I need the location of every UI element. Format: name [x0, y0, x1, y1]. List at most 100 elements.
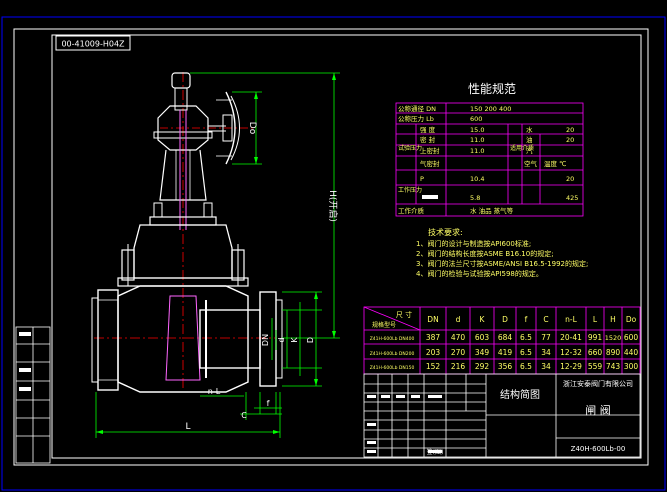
gearbox-flange — [153, 131, 213, 139]
dim-table-header-8: H — [610, 315, 616, 324]
signature-label: 签(图) — [427, 448, 444, 456]
dim-row-1-cell: 6.5 — [520, 348, 532, 357]
p-subvalue: 5.8 — [470, 194, 480, 202]
valve-drawing — [91, 72, 283, 393]
drawing-border — [13, 28, 649, 466]
drawing-number-box — [55, 35, 131, 51]
dim-row-1-cell: 203 — [426, 348, 441, 357]
dim-label-C: C — [241, 411, 247, 420]
medium-label: 适用介质 — [510, 144, 534, 152]
dim-row-2-cell: 743 — [606, 362, 621, 371]
dim-label-H: H(开启) — [327, 190, 339, 222]
water-label: 水 — [526, 125, 533, 134]
valve-body — [117, 285, 249, 393]
dim-row-0-cell: 603 — [475, 333, 490, 342]
dim-row-1-cell: 890 — [606, 348, 621, 357]
dim-table-header-2: K — [480, 315, 486, 324]
dim-row-1-cell: 34 — [541, 348, 551, 357]
dim-row-2-cell: 12-29 — [560, 362, 582, 371]
tech-item-1: 1、阀门的设计与制造按API600标准; — [416, 239, 531, 248]
temp-val-20a: 20 — [566, 126, 574, 134]
dimension-table-grid — [363, 306, 641, 375]
title-block-grid — [363, 373, 641, 458]
dim-row-1-cell: 660 — [588, 348, 603, 357]
dim-row-2-model: Z41H-600Lb DN150 — [370, 365, 415, 371]
dim-label-d: d — [277, 337, 286, 342]
air-seal-label: 气密封 — [420, 159, 440, 168]
drawing-number: 00-41009-H04Z — [61, 40, 125, 49]
air-label: 空气 — [524, 159, 538, 168]
dimension-table-text: 尺 寸 规格型号 DN d K D f C n-L L H Do Z41H-60… — [370, 310, 639, 371]
dim-table-header-1: d — [456, 315, 461, 324]
right-port — [199, 309, 261, 369]
gearbox-body — [157, 105, 209, 151]
dim-label-Do: Do — [247, 122, 257, 135]
dim-label-DN: DN — [261, 334, 270, 346]
dim-row-2-cell: 300 — [624, 362, 639, 371]
dim-row-2-cell: 216 — [451, 362, 466, 371]
stem-cover — [174, 87, 188, 111]
tech-item-3: 3、阀门的法兰尺寸按ASME/ANSI B16.5-1992的规定; — [416, 259, 588, 268]
dim-label-K: K — [290, 337, 299, 343]
dim-table-header-0: DN — [427, 315, 438, 324]
temp-val-20b: 20 — [566, 136, 574, 144]
handwheel — [225, 91, 236, 165]
performance-table-grid — [395, 102, 584, 217]
dim-row-0-cell: 991 — [588, 333, 603, 342]
dim-row-1-cell: 440 — [624, 348, 639, 357]
stem-cap — [171, 72, 191, 89]
nominal-pressure-label: 公称压力 Lb — [398, 114, 434, 123]
dim-row-1-cell: 12-32 — [560, 348, 582, 357]
company-name: 浙江安泰阀门有限公司 — [563, 379, 633, 388]
temp-val-20c: 20 — [566, 175, 574, 183]
title-block-code: Z40H-600Lb-00 — [571, 445, 626, 453]
dim-label-nL: n-L — [208, 387, 221, 396]
nominal-size-label: 公称通径 DN — [398, 104, 436, 113]
dim-row-0-cell: 77 — [541, 333, 551, 342]
upper-seal-value: 11.0 — [470, 147, 484, 155]
p-label: P — [420, 175, 424, 183]
work-medium-label: 工作介质 — [398, 206, 425, 215]
gate-wedge — [165, 295, 201, 381]
temp-label: 温度 ℃ — [544, 159, 566, 168]
view-title: 结构简图 — [500, 388, 540, 401]
dim-table-corner-top: 尺 寸 — [396, 310, 412, 319]
dim-table-header-3: D — [502, 315, 508, 324]
nominal-size-values: 150 200 400 — [470, 105, 511, 113]
dimension-arrows — [96, 73, 336, 434]
dim-table-header-6: n-L — [565, 315, 577, 324]
dim-row-0-cell: 470 — [451, 333, 466, 342]
p-value: 10.4 — [470, 175, 484, 183]
left-side-table — [15, 326, 51, 464]
p-marker — [422, 195, 438, 199]
strength-label: 强 度 — [420, 125, 436, 134]
dim-row-1-cell: 419 — [498, 348, 513, 357]
dim-row-0-cell: 600 — [624, 333, 639, 342]
part-name: 闸 阀 — [585, 403, 611, 417]
tech-title: 技术要求: — [428, 227, 463, 237]
seal-value: 11.0 — [470, 136, 484, 144]
dim-row-0-cell: 684 — [498, 333, 513, 342]
test-pressure-label: 试验压力 — [398, 144, 422, 152]
dim-table-header-7: L — [593, 315, 598, 324]
performance-table-text: 公称通径 DN 150 200 400 公称压力 Lb 600 试验压力 强 度… — [398, 104, 578, 215]
tech-item-2: 2、阀门的结构长度按ASME B16.10的规定; — [416, 249, 554, 258]
yoke — [159, 149, 207, 201]
dim-row-2-cell: 559 — [588, 362, 603, 371]
dim-table-corner-bottom: 规格型号 — [372, 321, 396, 329]
dim-table-header-5: C — [543, 315, 548, 324]
left-flange — [97, 289, 119, 391]
nominal-pressure-value: 600 — [470, 115, 482, 123]
title-block-marks — [367, 395, 442, 453]
steam-label: 汽 — [526, 146, 533, 155]
dim-row-0-cell: 1520 — [605, 334, 622, 342]
upper-seal-label: 上密封 — [420, 146, 440, 155]
dim-label-D: D — [306, 337, 315, 343]
dim-row-0-cell: 387 — [426, 333, 441, 342]
strength-value: 15.0 — [470, 126, 484, 134]
left-side-table-marks — [19, 332, 31, 391]
oil-label: 油 — [526, 135, 533, 144]
dim-row-1-cell: 270 — [451, 348, 466, 357]
dim-row-0-cell: 20-41 — [560, 333, 582, 342]
